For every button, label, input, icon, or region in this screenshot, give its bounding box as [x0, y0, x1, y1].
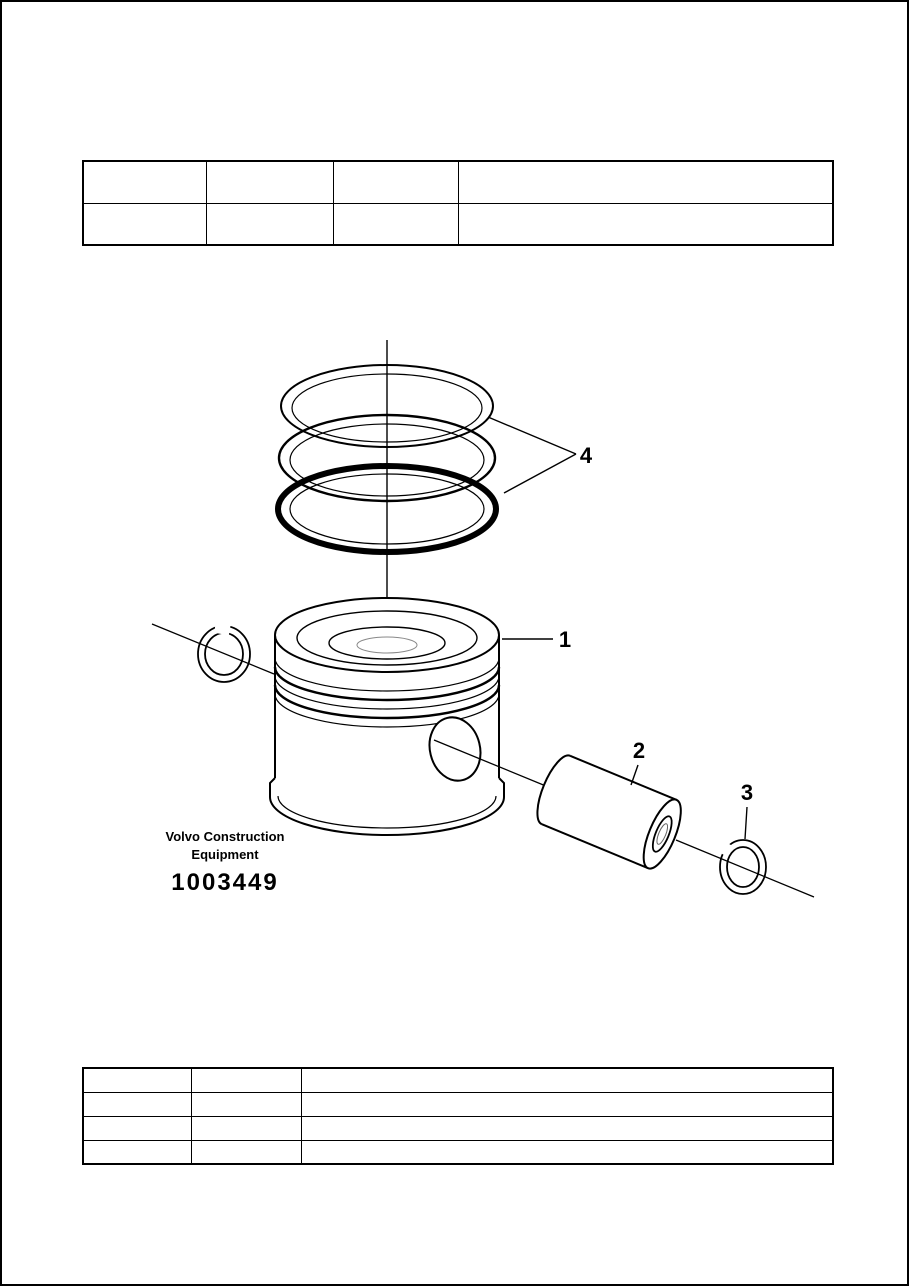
pin-silhouette	[537, 755, 681, 869]
piston-skirt-flare	[269, 777, 276, 797]
pin-axis-line	[675, 839, 815, 898]
piston-bowl	[328, 626, 446, 660]
piston-ring-outline	[291, 373, 483, 443]
retaining-ring-left	[197, 621, 251, 683]
table-cell	[82, 202, 207, 246]
table-cell	[205, 160, 334, 204]
pin-edge	[541, 823, 649, 870]
retaining-ring-outline	[719, 839, 767, 895]
table-cell	[332, 202, 459, 246]
retaining-ring-gap	[214, 621, 231, 636]
top-table	[82, 160, 834, 246]
piston-ring-outline	[277, 413, 497, 503]
callout-3-label: 3	[741, 780, 753, 805]
piston-crown-inner-rim	[296, 610, 478, 666]
table-cell	[82, 1115, 192, 1141]
retaining-ring-outline	[726, 846, 760, 888]
table-cell	[190, 1091, 302, 1117]
table-cell	[82, 1091, 192, 1117]
table-cell	[82, 1067, 192, 1093]
table-cell	[205, 202, 334, 246]
table-cell	[300, 1091, 834, 1117]
callout-2-label: 2	[633, 738, 645, 763]
ring-groove	[274, 693, 500, 728]
piston-skirt-bottom-inner	[277, 795, 497, 829]
retaining-ring-right	[715, 839, 767, 895]
table-row	[82, 1091, 834, 1117]
piston	[269, 597, 505, 836]
ring-groove	[273, 684, 501, 720]
table-cell	[300, 1067, 834, 1093]
callout-3-leader-line	[744, 806, 748, 840]
piston-ring-set	[275, 364, 499, 555]
piston-skirt-flare	[498, 777, 505, 797]
pin-axis-line	[151, 623, 275, 675]
pin-left-rim	[536, 754, 571, 826]
callout-4-leader-line	[487, 416, 577, 455]
figure-caption: Volvo Construction Equipment 1003449	[135, 828, 315, 897]
bottom-table	[82, 1067, 834, 1165]
callout-1: 1	[502, 627, 571, 652]
table-row	[82, 1067, 834, 1093]
callout-4: 4	[487, 416, 593, 494]
ring-groove	[274, 675, 500, 710]
retaining-ring-gap	[715, 839, 734, 857]
brand-text-line2: Equipment	[191, 846, 259, 862]
callout-2: 2	[630, 738, 645, 786]
callout-4-leader-line	[503, 453, 577, 494]
pin-axis-line	[433, 739, 559, 792]
piston-ring-outline	[289, 473, 485, 545]
table-cell	[300, 1115, 834, 1141]
table-cell	[300, 1139, 834, 1165]
figure-number: 1003449	[171, 869, 279, 897]
pin-bore-inner	[656, 823, 669, 845]
table-cell	[190, 1139, 302, 1165]
callout-2-leader-line	[630, 764, 639, 786]
piston-ring-outline	[289, 423, 485, 497]
piston-bowl-inner	[356, 636, 418, 654]
ring-groove	[274, 657, 500, 692]
callout-3: 3	[741, 780, 753, 840]
brand-text-line1: Volvo Construction	[165, 829, 285, 844]
table-row	[82, 1115, 834, 1141]
table-cell	[457, 202, 834, 246]
piston-ring-outline	[280, 364, 494, 448]
ring-groove	[273, 666, 501, 702]
table-row	[82, 1139, 834, 1165]
table-cell	[190, 1115, 302, 1141]
pin-edge	[569, 754, 677, 801]
piston-skirt-bottom	[269, 796, 505, 836]
piston-ring-outline	[275, 463, 499, 555]
table-cell	[82, 1139, 192, 1165]
piston-pin	[536, 754, 682, 870]
callout-1-label: 1	[559, 627, 571, 652]
callout-4-label: 4	[580, 443, 593, 468]
piston-crown-rim	[274, 597, 500, 673]
table-cell	[190, 1067, 302, 1093]
table-row	[82, 202, 834, 246]
